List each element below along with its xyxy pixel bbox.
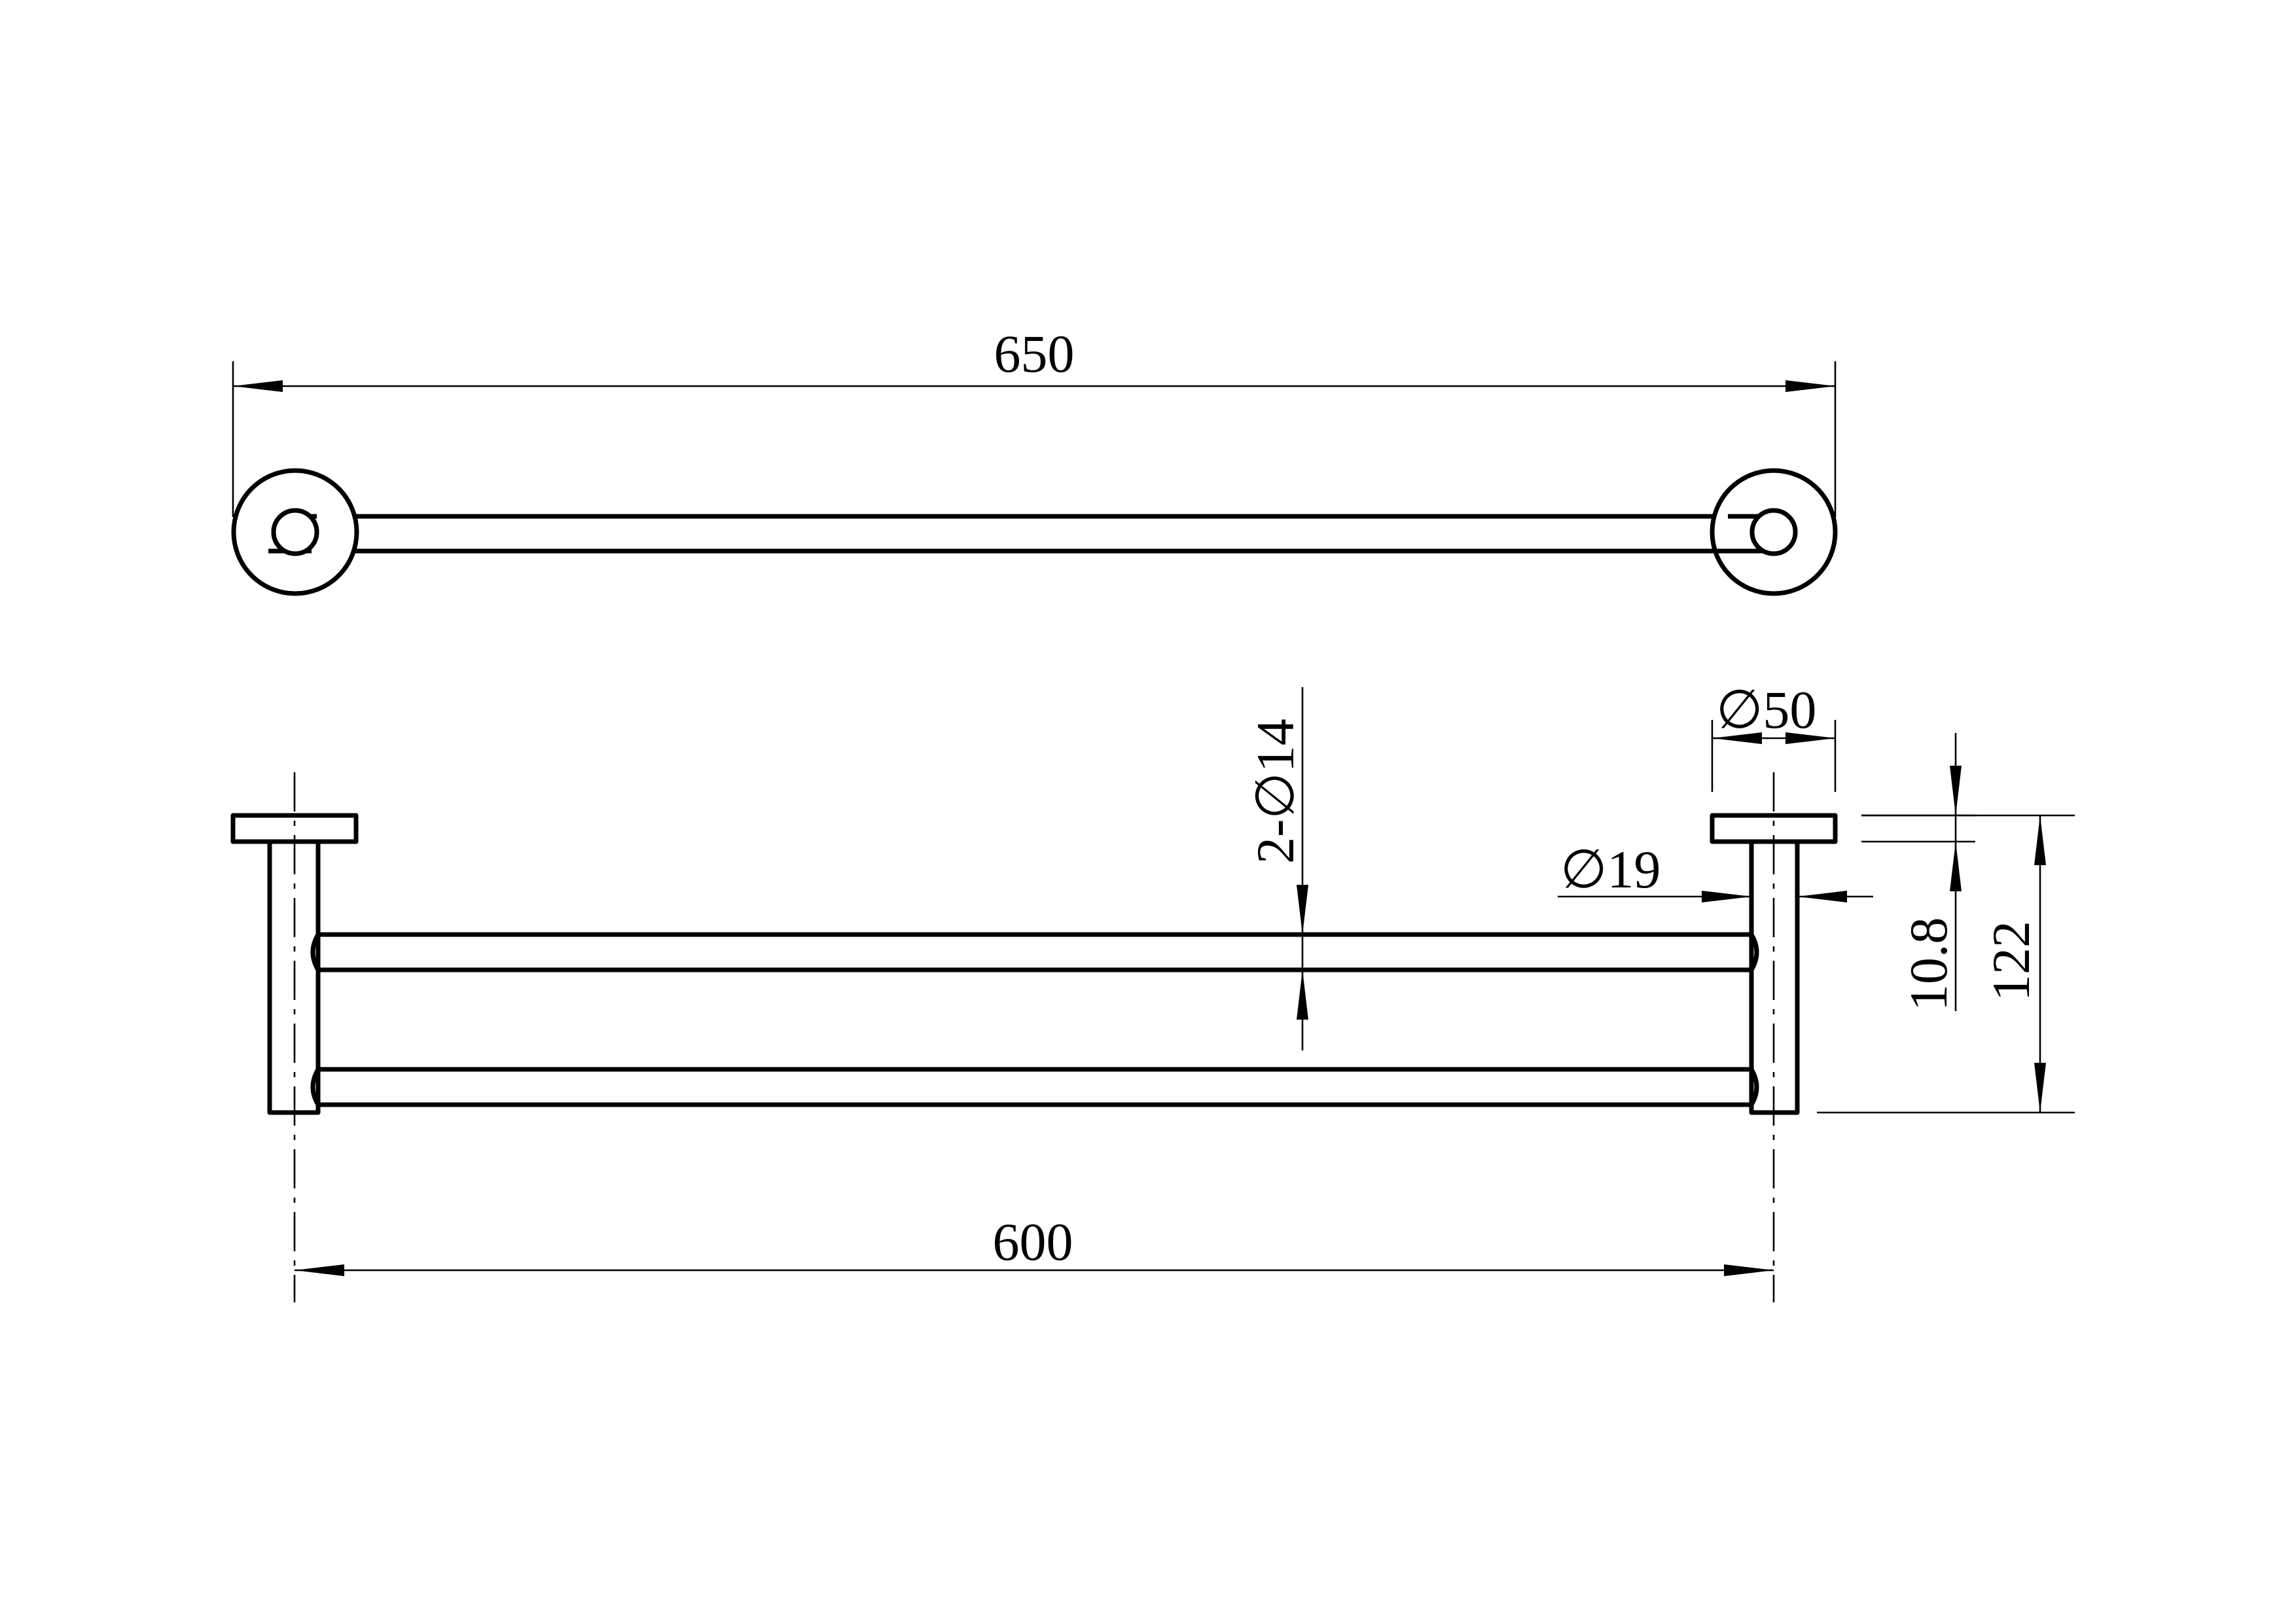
dim-10-8-arrow-bottom — [1950, 842, 1962, 891]
dim-19-label: ∅19 — [1560, 840, 1660, 899]
top-view: 650 — [231, 324, 1838, 596]
dim-50-arrow-right — [1785, 732, 1835, 744]
dim-10-8-arrow-top — [1950, 766, 1962, 815]
dim-122-arrow-bottom — [2034, 1063, 2046, 1113]
right-post-circle-front — [1749, 508, 1798, 556]
dim-600-label: 600 — [993, 1212, 1073, 1272]
dim-19-arrow-left — [1702, 891, 1751, 902]
dim-122-arrow-top — [2034, 815, 2046, 865]
dim-50-label: ∅50 — [1716, 680, 1816, 740]
dim-10-8-label: 10.8 — [1899, 918, 1958, 1012]
dim-600-arrow-right — [1724, 1264, 1774, 1276]
dim-rod-dia-arrow-top — [1297, 885, 1308, 935]
lower-rod — [310, 1067, 1759, 1107]
dim-rod-dia-label: 2-∅14 — [1246, 719, 1305, 864]
dim-650-arrow-left — [233, 380, 283, 392]
dim-122-label: 122 — [1981, 921, 2041, 1001]
dim-50-arrow-left — [1712, 732, 1762, 744]
upper-rod — [310, 932, 1759, 972]
dim-650-arrow-right — [1785, 380, 1835, 392]
front-view: 600 2-∅14 ∅50 ∅19 10.8 122 — [230, 680, 2075, 1302]
dim-19-arrow-right — [1797, 891, 1847, 902]
dim-650-label: 650 — [994, 324, 1075, 383]
dim-600-arrow-left — [295, 1264, 344, 1276]
dim-rod-dia-arrow-bottom — [1297, 970, 1308, 1020]
left-post-circle-front — [271, 508, 319, 556]
